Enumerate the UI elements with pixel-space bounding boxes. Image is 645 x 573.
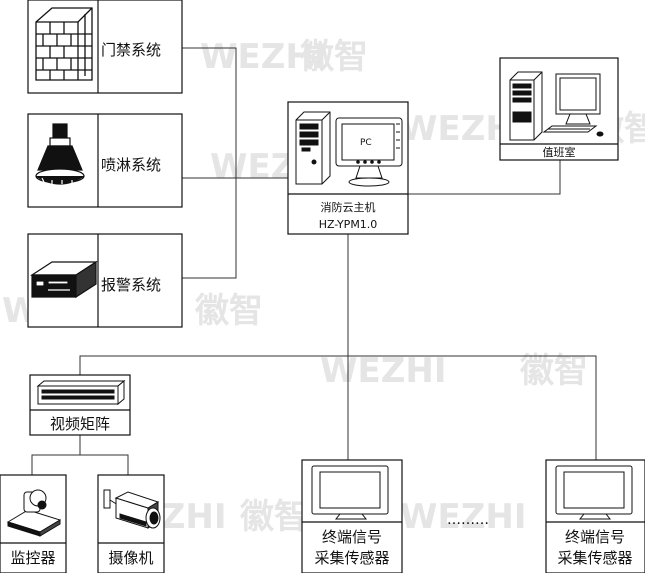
camera-unit: 摄像机 <box>97 474 165 573</box>
watermark: WEZHI <box>320 351 447 391</box>
video-matrix-unit: 视频矩阵 <box>29 374 131 436</box>
access-control-unit: 门禁系统 <box>27 0 183 94</box>
watermark: WEZHI <box>400 497 527 537</box>
duty-room-label: 值班室 <box>543 145 576 159</box>
terminal-ellipsis: ……… <box>447 512 489 528</box>
pc-tower-icon <box>295 111 331 185</box>
watermark: 徽智 <box>194 291 263 331</box>
line-access-to-bus <box>172 47 237 279</box>
desktop-computer-icon <box>509 71 604 141</box>
bullet-camera-icon <box>103 489 161 529</box>
sprinkler-unit: 喷淋系统 <box>27 113 183 208</box>
watermark: WEZHI <box>200 37 327 77</box>
terminal-label-line2: 采集传感器 <box>557 549 632 567</box>
terminal-label-line1: 终端信号 <box>322 528 382 546</box>
terminal-sensor-unit: 终端信号 采集传感器 <box>545 459 645 573</box>
fire-cloud-host: PC 消防云主机 HZ-YPM1.0 <box>287 101 409 235</box>
monitor-unit: 监控器 <box>0 474 67 573</box>
watermark: 徽智 <box>239 497 308 537</box>
connection-lines <box>31 47 597 475</box>
watermark: 徽智 <box>299 37 368 77</box>
dome-camera-icon <box>6 489 62 537</box>
terminal-monitor-icon <box>311 465 389 520</box>
monitor-icon <box>335 117 403 187</box>
host-screen-label: PC <box>360 138 372 148</box>
monitor-label: 监控器 <box>10 549 55 567</box>
line-branch-bus <box>79 355 597 460</box>
brick-wall-icon <box>35 7 93 81</box>
video-matrix-icon <box>36 379 126 406</box>
terminal-label-line2: 采集传感器 <box>314 549 389 567</box>
alarm-label: 报警系统 <box>101 276 161 294</box>
video-matrix-label: 视频矩阵 <box>50 415 110 433</box>
watermark: 徽智 <box>519 351 588 391</box>
terminal-label-line1: 终端信号 <box>565 528 625 546</box>
sprinkler-head-icon <box>35 123 85 185</box>
camera-label: 摄像机 <box>108 549 153 567</box>
terminal-monitor-icon <box>555 465 633 520</box>
alarm-unit: 报警系统 <box>27 233 183 328</box>
sprinkler-label: 喷淋系统 <box>101 156 161 174</box>
alarm-host-icon <box>29 260 99 299</box>
terminal-sensor-unit: 终端信号 采集传感器 <box>301 459 403 573</box>
host-name: 消防云主机 <box>321 200 376 214</box>
line-host-to-duty <box>408 160 561 195</box>
host-model: HZ-YPM1.0 <box>319 218 378 231</box>
access-control-label: 门禁系统 <box>101 41 161 59</box>
duty-room: 值班室 <box>499 57 619 161</box>
line-cam-bus <box>31 454 129 475</box>
